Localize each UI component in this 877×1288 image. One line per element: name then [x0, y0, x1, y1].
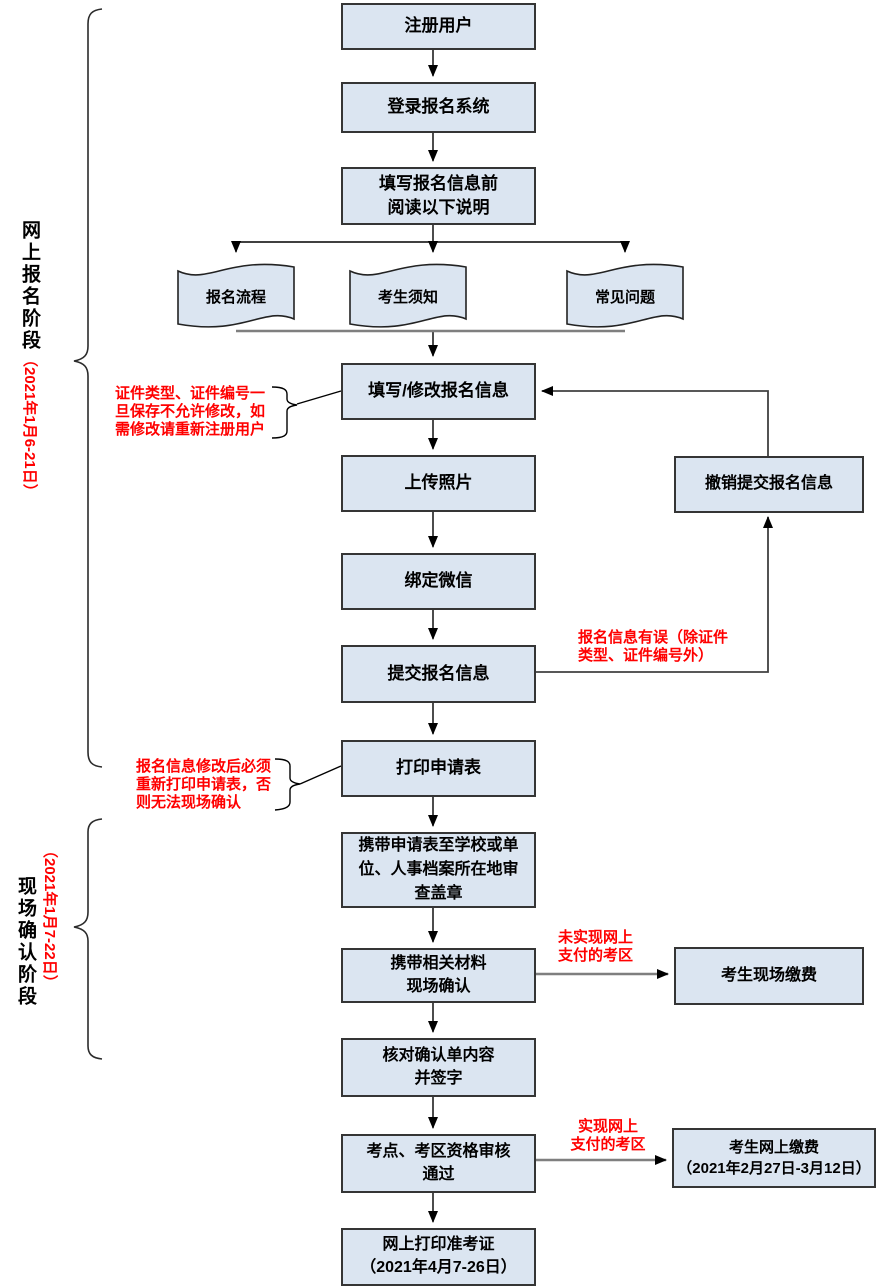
doc-label-notice: 考生须知	[377, 289, 438, 306]
node-qualification-pass: 考点、考区资格审核 通过	[341, 1134, 536, 1193]
doc-label-faq: 常见问题	[594, 289, 655, 306]
node-onsite-confirm: 携带相关材料 现场确认	[341, 948, 536, 1003]
node-register-user: 注册用户	[341, 3, 536, 50]
node-submit-info: 提交报名信息	[341, 645, 536, 703]
node-upload-photo: 上传照片	[341, 455, 536, 512]
stage2-dates-text: （2021年1月7-22日）	[41, 843, 58, 990]
stage1-brace	[73, 8, 103, 768]
node-print-application: 打印申请表	[341, 740, 536, 797]
doc-label-process: 报名流程	[205, 289, 266, 306]
node-cancel-submission: 撤销提交报名信息	[674, 456, 864, 513]
payment-connectors	[536, 969, 669, 1165]
stage1-phase-text: 网上报名阶段	[19, 220, 40, 352]
annotation-online-pay-regions: 实现网上 支付的考区	[570, 1118, 646, 1153]
stage-label-online: 网上报名阶段（2021年1月6-21日）	[16, 220, 45, 499]
stage2-brace	[73, 818, 103, 1060]
document-shape-faq	[566, 263, 684, 328]
annotation-cert-no-modify: 证件类型、证件编号一 旦保存不允许修改，如 需修改请重新注册用户	[115, 385, 266, 438]
stage2-phase-text: 现场确认阶段	[15, 876, 36, 1008]
node-login-system: 登录报名系统	[341, 82, 536, 133]
node-print-admission-ticket: 网上打印准考证 （2021年4月7-26日）	[341, 1228, 536, 1286]
node-online-payment: 考生网上缴费 （2021年2月27日-3月12日）	[672, 1128, 876, 1188]
cancel-loop-connectors	[536, 386, 773, 673]
document-shape-process	[177, 263, 295, 328]
document-shapes	[177, 263, 684, 328]
annotation-offline-pay-regions: 未实现网上 支付的考区	[558, 929, 634, 964]
branch-connectors	[231, 241, 630, 253]
node-read-instructions: 填写报名信息前 阅读以下说明	[341, 167, 536, 225]
node-check-and-sign: 核对确认单内容 并签字	[341, 1038, 536, 1097]
stage1-dates-text: （2021年1月6-21日）	[21, 352, 38, 499]
annotation-info-error: 报名信息有误（除证件 类型、证件编号外）	[578, 629, 729, 664]
node-fill-modify-info: 填写/修改报名信息	[341, 363, 536, 420]
document-shape-notice	[349, 263, 467, 328]
annotation-brackets	[271, 386, 342, 811]
node-stamp-review: 携带申请表至学校或单 位、人事档案所在地审 查盖章	[341, 832, 536, 908]
node-onsite-payment: 考生现场缴费	[674, 947, 864, 1005]
annotation-reprint-required: 报名信息修改后必须 重新打印申请表，否 则无法现场确认	[136, 758, 272, 811]
stage-label-onsite-dates: （2021年1月7-22日）	[40, 843, 61, 990]
node-bind-wechat: 绑定微信	[341, 553, 536, 610]
stage-label-onsite: 现场确认阶段	[12, 876, 39, 1008]
